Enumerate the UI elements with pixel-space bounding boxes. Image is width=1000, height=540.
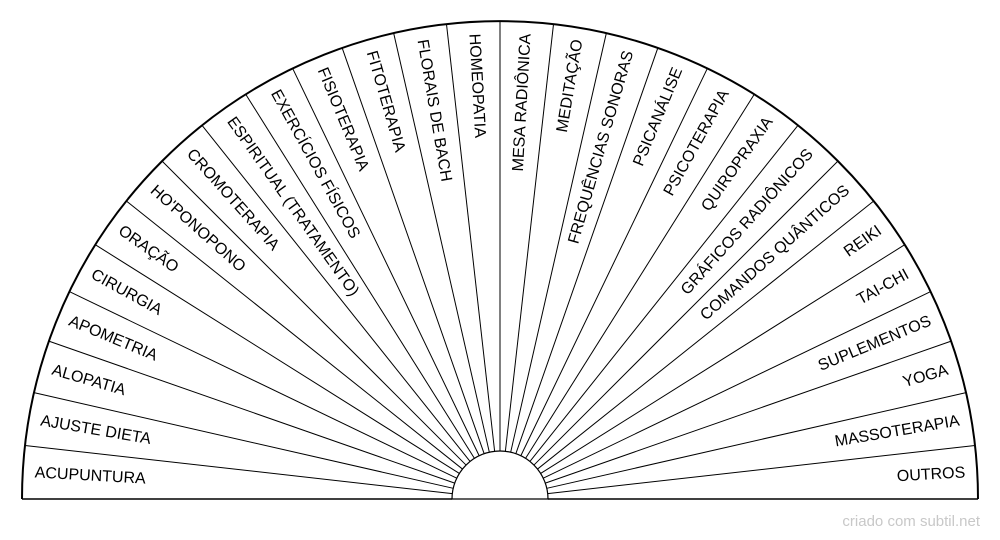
segment-label: MEDITAÇÃO [551,38,586,134]
inner-hub-arc [451,450,549,500]
segment-label: EXERCÍCIOS FÍSICOS [267,86,364,241]
credit-text: criado com subtil.net [842,513,980,530]
segment-divider [201,124,471,462]
segment-label: AJUSTE DIETA [39,413,152,449]
segment-label: YOGA [901,362,950,391]
segment-label: OUTROS [896,464,965,485]
segment-divider [510,32,607,453]
segment-label: FLORAIS DE BACH [414,38,455,183]
segment-label: PSICANÁLISE [628,64,686,168]
segment-divider [24,444,453,495]
segment-label: FISIOTERAPIA [314,65,372,174]
segment-label: CIRURGIA [88,266,165,319]
outer-arc [21,20,979,500]
segment-divider [546,392,967,489]
segment-divider [69,291,457,479]
segment-label: TAI-CHI [854,266,912,308]
segment-label: FITOTERAPIA [363,49,408,155]
segment-divider [540,244,905,474]
segment-label: APOMETRIA [66,313,160,365]
segment-divider [445,23,496,452]
segment-divider [33,392,454,489]
segment-divider [292,68,480,456]
segment-divider [525,94,755,459]
segment-divider [533,160,839,466]
segment-label: MESA RADIÔNICA [508,33,535,172]
segment-divider [125,200,463,470]
segment-divider [95,244,460,474]
segment-divider [515,47,659,454]
segment-divider [520,68,708,456]
segment-divider [161,160,467,466]
segment-label: REIKI [841,222,885,260]
segment-label: ACUPUNTURA [34,464,146,487]
segment-divider [393,32,490,453]
segment-divider [545,340,952,484]
segment-label: ALOPATIA [50,362,128,399]
segment-divider [547,444,976,495]
segment-label: ORAÇÃO [115,220,183,276]
segment-dividers [24,21,976,495]
segment-divider [543,291,931,479]
segment-divider [48,340,455,484]
segment-divider [537,200,875,470]
segment-divider [341,47,485,454]
segment-divider [529,124,799,462]
segment-divider [504,23,555,452]
segment-divider [245,94,475,459]
segment-label: HOMEOPATIA [465,33,488,138]
segment-label: SUPLEMENTOS [816,313,934,375]
